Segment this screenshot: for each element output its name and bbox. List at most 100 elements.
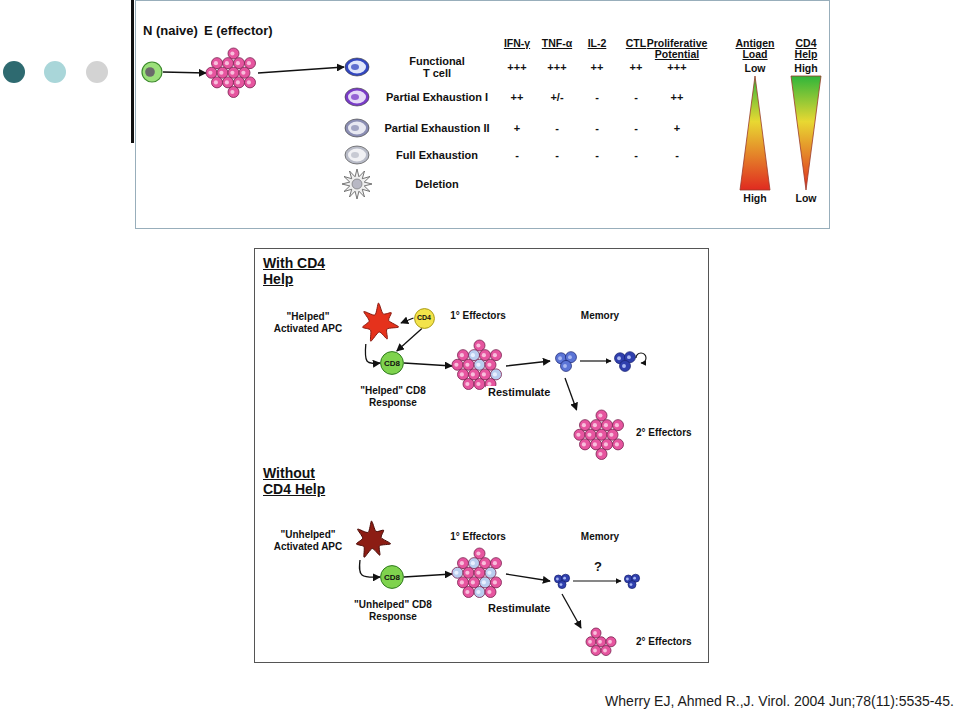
- node-label: Full Exhaustion: [367, 149, 507, 161]
- node-label: Functional T cell: [406, 55, 468, 79]
- table-cell: -: [659, 149, 695, 161]
- section-heading: With CD4 Help: [263, 255, 333, 287]
- cell-name: CD8: [384, 573, 400, 582]
- apc-cell-art: [357, 302, 401, 344]
- effector-cluster: 1° Effectors: [452, 548, 506, 600]
- arrow-connector: [565, 378, 577, 410]
- tcell-state: Functional T cell: [344, 57, 370, 77]
- scale-end: High: [786, 62, 826, 74]
- table-panel: [136, 1, 830, 229]
- node-label: 1° Effectors: [438, 310, 518, 322]
- effector-cluster-art: [574, 410, 626, 460]
- scale-end: Low: [786, 192, 826, 204]
- bullet-dot: [3, 61, 25, 83]
- table-cell: -: [618, 122, 654, 134]
- arrow-connector: [258, 67, 344, 73]
- arrow-connector: [365, 344, 380, 363]
- table-cell: -: [618, 149, 654, 161]
- effector-cluster: 1° Effectors: [452, 340, 506, 392]
- tcell-state-art: [344, 87, 370, 107]
- tcell-state-art: [344, 57, 370, 77]
- cd8-cell: CD8"Unhelped" CD8 Response: [380, 565, 404, 589]
- apc-cell: "Helped" Activated APC: [357, 302, 401, 344]
- arrow-connector: [506, 574, 550, 581]
- effector-cluster: 2° Effectors: [574, 410, 626, 460]
- node-label: N (naive): [143, 23, 198, 38]
- arrow-connector: [397, 329, 422, 352]
- node-label: Deletion: [367, 178, 507, 190]
- tcell-state: Partial Exhaustion I: [344, 87, 370, 107]
- node-label: Partial Exhaustion II: [367, 122, 507, 134]
- effector-cluster-art: [452, 340, 506, 392]
- cell-name: CD4: [417, 314, 431, 322]
- arrow-connector: [404, 574, 452, 577]
- node-label: "Helped" CD8 Response: [349, 385, 437, 409]
- table-cell: -: [499, 149, 535, 161]
- cell-name: CD8: [384, 359, 400, 368]
- arrow-connector: [163, 72, 206, 73]
- table-cell: -: [618, 91, 654, 103]
- bullet-dot: [44, 61, 66, 83]
- column-header: IFN-γ: [492, 38, 542, 49]
- effector-cluster-art: [206, 48, 258, 98]
- question-mark: ?: [594, 560, 602, 574]
- table-cell: +/-: [539, 91, 575, 103]
- apc-cell: "Unhelped" Activated APC: [352, 520, 392, 560]
- tcell-state: Full Exhaustion: [344, 145, 370, 165]
- help-panel: [255, 249, 709, 663]
- table-cell: -: [539, 122, 575, 134]
- node-label: "Unhelped" CD8 Response: [349, 599, 437, 623]
- effector-cluster: 2° Effectors: [581, 628, 619, 656]
- node-label: 2° Effectors: [636, 427, 692, 439]
- effector-cluster: E (effector): [206, 48, 258, 98]
- table-cell: -: [579, 91, 615, 103]
- column-header: CD4 Help: [784, 38, 828, 60]
- cd8-cell: CD8"Helped" CD8 Response: [380, 351, 404, 375]
- arrow-connector: [506, 361, 550, 366]
- arrow-connector: [401, 318, 414, 323]
- cd4-cell: CD4: [414, 308, 435, 329]
- table-cell: +++: [659, 61, 695, 73]
- node-label: 2° Effectors: [636, 636, 692, 648]
- tcell-state-art: [344, 145, 370, 165]
- memory-cells-art: [550, 344, 650, 378]
- node-label: "Helped" Activated APC: [266, 311, 350, 335]
- node-label: Memory: [560, 531, 640, 543]
- node-label: "Unhelped" Activated APC: [266, 529, 350, 553]
- tcell-state-art: [344, 118, 370, 138]
- table-cell: ++: [579, 61, 615, 73]
- node-label: Memory: [560, 310, 640, 322]
- bullet-dot: [86, 61, 108, 83]
- column-header: Antigen Load: [730, 38, 780, 60]
- naive-cell: N (naive): [141, 61, 163, 83]
- effector-cluster-art: [452, 548, 506, 600]
- citation: Wherry EJ, Ahmed R.,J. Virol. 2004 Jun;7…: [605, 693, 954, 710]
- deleted-cell: Deletion: [340, 168, 374, 200]
- accent-bar: [131, 0, 134, 143]
- table-cell: +++: [499, 61, 535, 73]
- naive-cell-art: [141, 61, 163, 83]
- scale-end: Low: [735, 62, 775, 74]
- table-cell: +++: [539, 61, 575, 73]
- effector-cluster-art: [581, 628, 619, 656]
- tcell-state: Partial Exhaustion II: [344, 118, 370, 138]
- node-label: Partial Exhaustion I: [367, 91, 507, 103]
- column-header: IL-2: [577, 38, 617, 49]
- column-header: Proliferative Potential: [641, 38, 713, 60]
- edge-label: Restimulate: [486, 386, 552, 399]
- node-label: E (effector): [204, 23, 273, 38]
- table-cell: -: [579, 122, 615, 134]
- scale-end: High: [735, 192, 775, 204]
- apc-cell-art: [352, 520, 392, 560]
- column-header: TNF-α: [532, 38, 582, 49]
- edge-label: Restimulate: [486, 602, 552, 615]
- cd4-help-triangle: [791, 76, 821, 190]
- arrow-connector: [404, 363, 452, 366]
- antigen-load-triangle: [740, 76, 770, 190]
- memory-cells: Memory: [550, 344, 650, 378]
- section-heading: Without CD4 Help: [263, 465, 333, 497]
- table-cell: ++: [618, 61, 654, 73]
- table-cell: ++: [659, 91, 695, 103]
- table-cell: -: [579, 149, 615, 161]
